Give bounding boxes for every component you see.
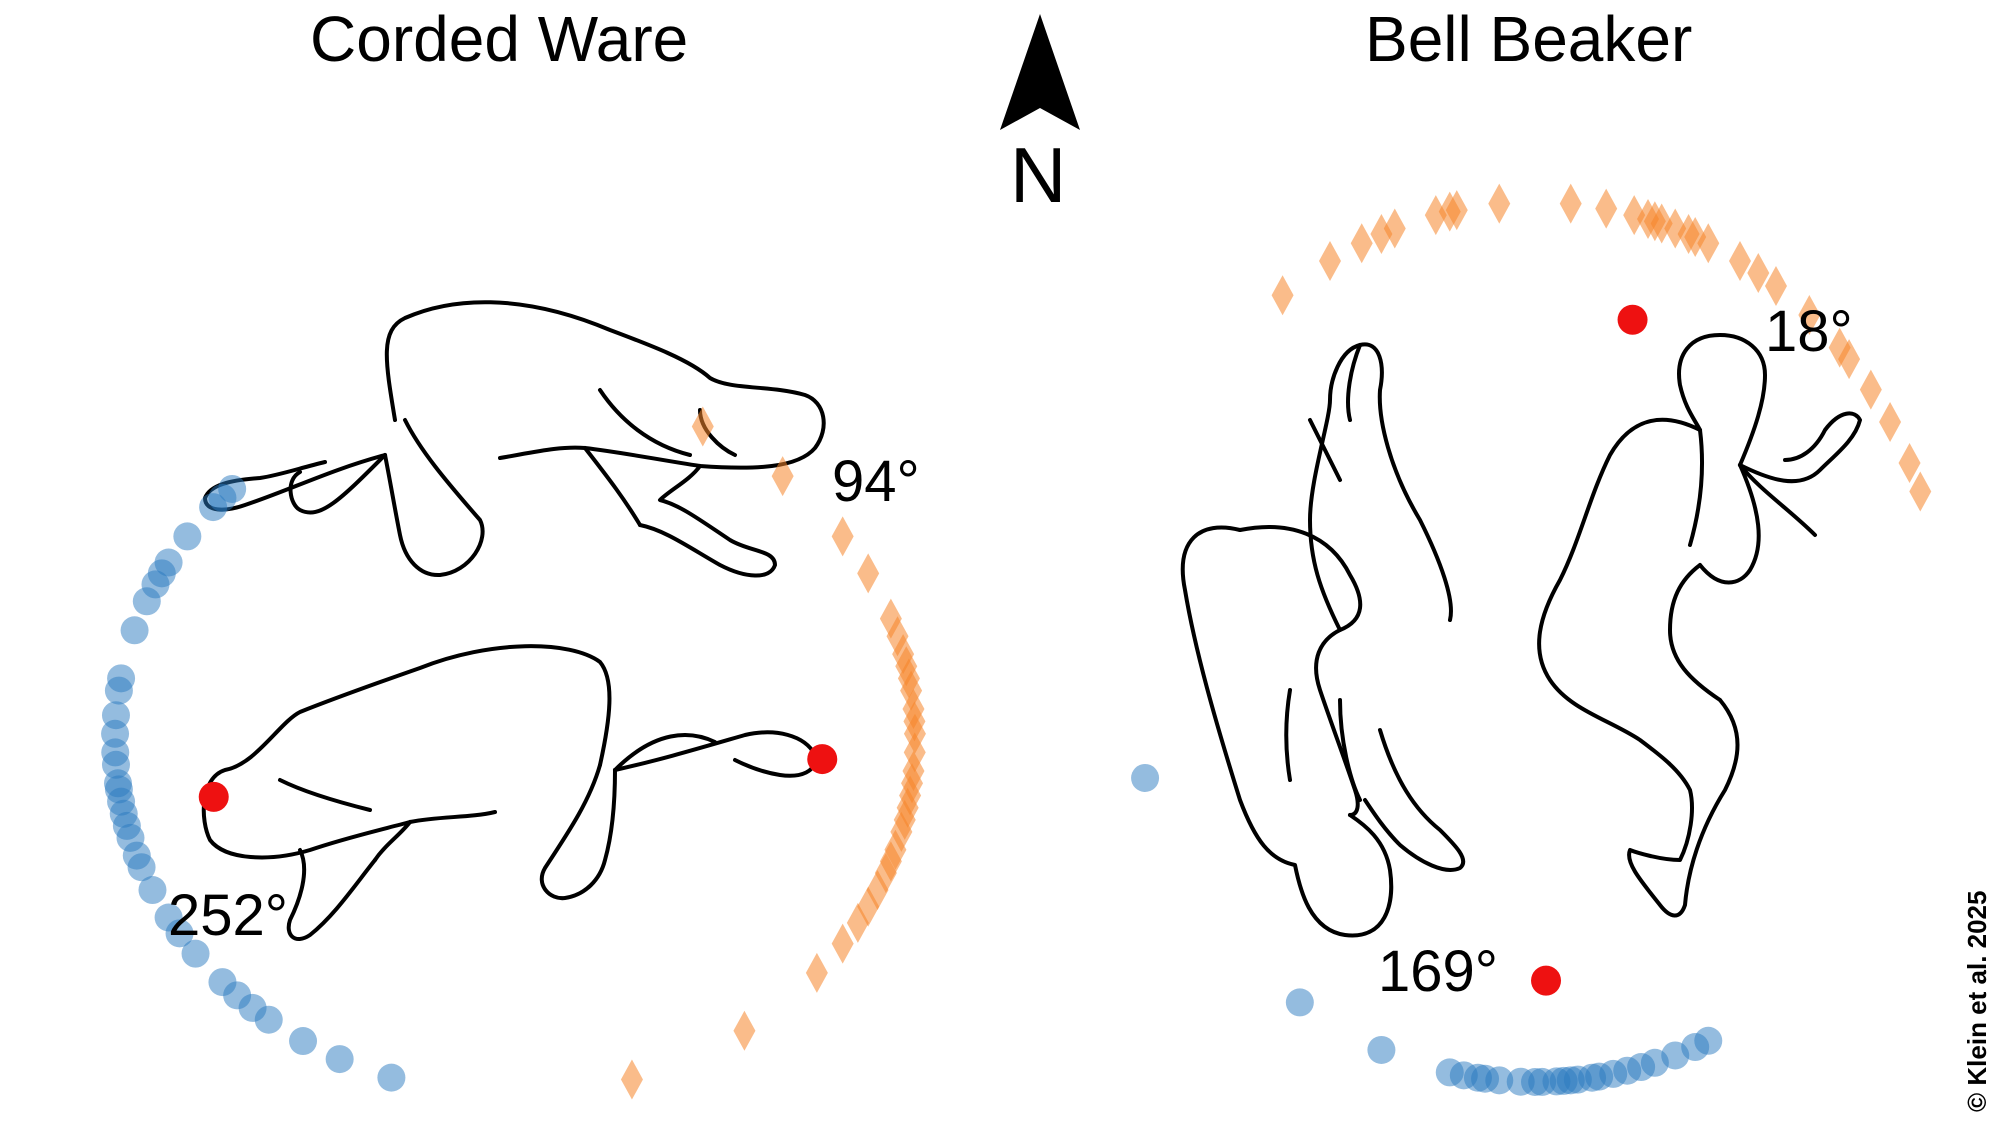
corded-ware-blue-dot-6: [208, 968, 237, 997]
bell-beaker-orange-diamond-20: [1747, 252, 1770, 293]
bell-beaker-figure-left: [1180, 342, 1466, 938]
corded-ware-figure-upper: [203, 300, 826, 578]
corded-ware-blue-dot-22: [101, 701, 130, 730]
angle-label-bell-beaker-left: 169°: [1378, 939, 1498, 1004]
corded-ware-blue-dot-7: [181, 939, 210, 968]
corded-ware-orange-diamond-3: [857, 553, 880, 594]
bell-beaker-orange-diamond-27: [1898, 443, 1921, 484]
corded-ware-blue-dot-24: [107, 664, 136, 693]
bell-beaker-orange-diamond-18: [1697, 223, 1720, 264]
corded-ware-orange-diamond-0: [691, 406, 714, 447]
corded-ware-mean-direction-dot-1: [198, 781, 229, 812]
bell-beaker-orange-diamond-4: [1383, 208, 1406, 249]
bell-beaker-orange-diamond-19: [1729, 240, 1751, 281]
bell-beaker-orange-diamond-26: [1879, 402, 1902, 442]
bell-beaker-orange-diamond-24: [1838, 339, 1861, 380]
bell-beaker-orange-diamond-0: [1271, 275, 1294, 316]
corded-ware-blue-dot-1: [325, 1045, 354, 1074]
bell-beaker-mean-direction-dot-1: [1531, 965, 1562, 996]
bell-beaker-orange-diamond-11: [1623, 195, 1646, 236]
orientation-markers: [101, 183, 1932, 1100]
panel-title-bell-beaker: Bell Beaker: [1365, 3, 1693, 75]
corded-ware-orange-diamond-2: [831, 516, 854, 557]
angle-label-bell-beaker-right: 18°: [1765, 299, 1853, 364]
bell-beaker-orange-diamond-5: [1424, 195, 1447, 236]
corded-ware-blue-dot-30: [173, 522, 202, 551]
bell-beaker-orange-diamond-10: [1595, 188, 1618, 229]
corded-ware-orange-diamond-1: [771, 456, 794, 497]
angle-label-corded-ware-lower: 252°: [168, 883, 288, 948]
bell-beaker-mean-direction-dot-0: [1617, 304, 1648, 335]
bell-beaker-orange-diamond-25: [1859, 369, 1882, 410]
panel-title-corded-ware: Corded Ware: [310, 3, 689, 75]
corded-ware-orange-diamond-29: [620, 1059, 643, 1100]
north-arrow-icon: [1000, 14, 1080, 130]
corded-ware-blue-dot-0: [377, 1063, 406, 1092]
bell-beaker-orange-diamond-22: [1798, 295, 1821, 336]
corded-ware-blue-dot-10: [138, 876, 167, 905]
bell-beaker-orange-diamond-8: [1488, 183, 1511, 224]
bell-beaker-orange-diamond-9: [1559, 183, 1582, 224]
corded-ware-blue-dot-33: [218, 474, 247, 503]
bell-beaker-figure-right: [1537, 333, 1862, 918]
bell-beaker-orange-diamond-2: [1350, 223, 1373, 264]
copyright-note: © Klein et al. 2025: [1962, 890, 1992, 1112]
bell-beaker-orange-diamond-7: [1445, 190, 1468, 231]
corded-ware-orange-diamond-28: [733, 1010, 756, 1051]
bell-beaker-blue-dot-21: [1367, 1035, 1396, 1064]
corded-ware-orange-diamond-27: [805, 952, 828, 993]
corded-ware-figure-lower: [201, 644, 818, 941]
bell-beaker-blue-dot-20: [1435, 1058, 1464, 1087]
corded-ware-orange-diamond-26: [831, 923, 854, 964]
corded-ware-mean-direction-dot-0: [807, 744, 838, 775]
corded-ware-blue-dot-2: [289, 1027, 318, 1056]
corded-ware-orange-diamond-25: [846, 902, 869, 943]
corded-ware-blue-dot-29: [154, 548, 183, 577]
bell-beaker-blue-dot-22: [1285, 988, 1314, 1017]
bell-beaker-orange-diamond-17: [1684, 216, 1707, 257]
bell-beaker-blue-dot-15: [1506, 1067, 1535, 1096]
angle-label-corded-ware-upper: 94°: [832, 449, 920, 514]
bell-beaker-orange-diamond-21: [1764, 266, 1787, 307]
bell-beaker-blue-dot-23: [1131, 763, 1160, 792]
corded-ware-blue-dot-9: [154, 903, 183, 932]
corded-ware-blue-dot-25: [120, 616, 149, 645]
bell-beaker-orange-diamond-1: [1319, 240, 1341, 281]
bell-beaker-orange-diamond-28: [1909, 471, 1932, 512]
north-label: N: [1010, 131, 1067, 219]
